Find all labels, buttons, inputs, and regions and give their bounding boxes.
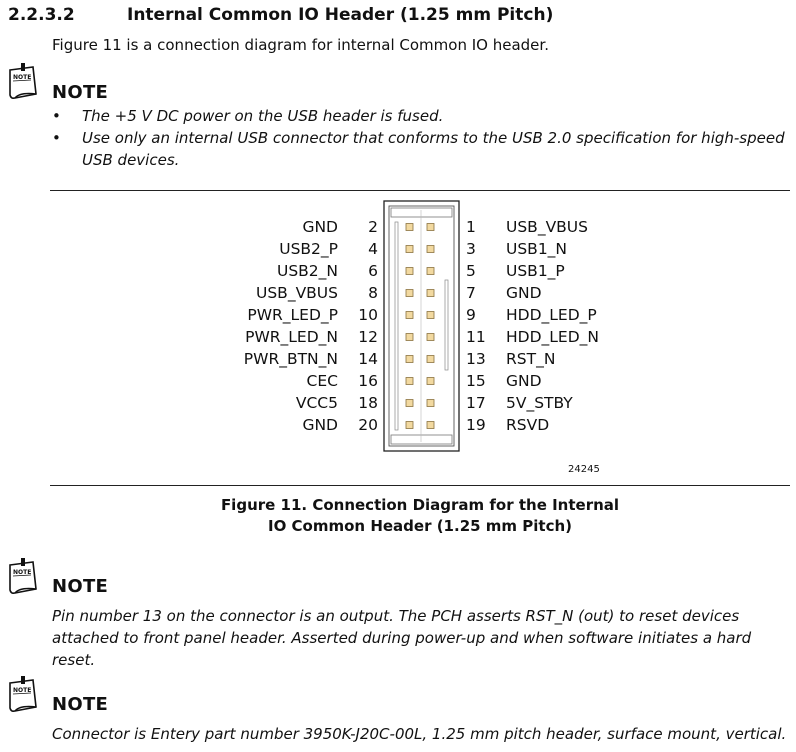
- pin-signal-label: USB_VBUS: [506, 218, 588, 236]
- pin-signal-label: GND: [302, 416, 338, 434]
- pin-number-label: 8: [368, 284, 378, 302]
- pin-signal-label: USB_VBUS: [256, 284, 338, 302]
- odd-signal-column: USB_VBUS USB1_N USB1_P GND HDD_LED_P HDD…: [506, 216, 646, 436]
- note-label: NOTE: [52, 694, 109, 715]
- pin-1: [426, 223, 435, 231]
- figure-caption-line: Figure 11. Connection Diagram for the In…: [220, 496, 620, 514]
- pin-number-label: 14: [358, 350, 378, 368]
- pin-number-label: 17: [466, 394, 486, 412]
- pin-signal-label: USB1_P: [506, 262, 565, 280]
- pin-12: [405, 333, 414, 341]
- section-intro: Figure 11 is a connection diagram for in…: [52, 36, 549, 54]
- pin-3: [426, 245, 435, 253]
- pin-number-label: 20: [358, 416, 378, 434]
- figure-caption-line: IO Common Header (1.25 mm Pitch): [267, 517, 572, 535]
- pin-2: [405, 223, 414, 231]
- pin-15: [426, 377, 435, 385]
- pin-signal-label: VCC5: [295, 394, 338, 412]
- pin-19: [426, 421, 435, 429]
- pin-number-label: 3: [466, 240, 476, 258]
- pin-number-label: 16: [358, 372, 378, 390]
- odd-number-column: 1 3 5 7 9 11 13 15 17 19: [466, 216, 496, 436]
- pin-8: [405, 289, 414, 297]
- section-title: Internal Common IO Header (1.25 mm Pitch…: [127, 5, 554, 25]
- pin-signal-label: USB1_N: [506, 240, 568, 258]
- note-text: Connector is Entery part number 3950K-J2…: [52, 725, 787, 743]
- pin-signal-label: PWR_LED_P: [247, 306, 338, 324]
- pin-7: [426, 289, 435, 297]
- pin-signal-label: GND: [302, 218, 338, 236]
- note-icon-text: NOTE: [13, 687, 31, 694]
- figure-top-rule: [50, 190, 790, 191]
- pin-signal-label: CEC: [306, 372, 338, 390]
- note-icon: NOTE: [9, 558, 37, 594]
- pin-number-label: 2: [368, 218, 378, 236]
- pin-signal-label: 5V_STBY: [506, 394, 573, 412]
- pin-10: [405, 311, 414, 319]
- pin-signal-label: PWR_BTN_N: [243, 350, 338, 368]
- note-text: Pin number 13 on the connector is an out…: [52, 607, 752, 669]
- pin-6: [405, 267, 414, 275]
- pin-number-label: 19: [466, 416, 486, 434]
- pin-number-label: 1: [466, 218, 476, 236]
- note-label: NOTE: [52, 82, 109, 103]
- pin-number-label: 7: [466, 284, 476, 302]
- note-icon-text: NOTE: [13, 74, 31, 81]
- pin-number-label: 10: [358, 306, 378, 324]
- even-number-column: 2 4 6 8 10 12 14 16 18 20: [348, 216, 378, 436]
- note-label: NOTE: [52, 576, 109, 597]
- note-icon-text: NOTE: [13, 569, 31, 576]
- pin-signal-label: USB2_N: [276, 262, 338, 280]
- pin-signal-label: RST_N: [506, 350, 556, 368]
- pin-11: [426, 333, 435, 341]
- pin-number-label: 11: [466, 328, 486, 346]
- header-connector-diagram: [383, 200, 460, 452]
- pin-signal-label: GND: [506, 372, 542, 390]
- note-icon: NOTE: [9, 676, 37, 712]
- pin-20: [405, 421, 414, 429]
- note-bullet-list: The +5 V DC power on the USB header is f…: [52, 105, 787, 171]
- pin-signal-label: GND: [506, 284, 542, 302]
- pin-signal-label: PWR_LED_N: [245, 328, 338, 346]
- note-bullet-item: The +5 V DC power on the USB header is f…: [52, 105, 787, 127]
- pin-17: [426, 399, 435, 407]
- pin-signal-label: RSVD: [506, 416, 550, 434]
- pin-number-label: 13: [466, 350, 486, 368]
- figure-id-label: 24245: [568, 464, 600, 475]
- pin-4: [405, 245, 414, 253]
- pin-number-label: 6: [368, 262, 378, 280]
- pin-9: [426, 311, 435, 319]
- pin-signal-label: HDD_LED_N: [506, 328, 599, 346]
- section-number: 2.2.3.2: [8, 5, 75, 25]
- figure-caption: Figure 11. Connection Diagram for the In…: [50, 495, 790, 537]
- pin-number-label: 9: [466, 306, 476, 324]
- even-signal-column: GND USB2_P USB2_N USB_VBUS PWR_LED_P PWR…: [190, 216, 338, 436]
- pin-signal-label: USB2_P: [279, 240, 338, 258]
- pin-number-label: 15: [466, 372, 486, 390]
- figure-bottom-rule: [50, 485, 790, 486]
- pin-number-label: 18: [358, 394, 378, 412]
- note-icon: NOTE: [9, 63, 37, 99]
- pin-14: [405, 355, 414, 363]
- note-bullet-item: Use only an internal USB connector that …: [52, 127, 787, 171]
- pin-number-label: 12: [358, 328, 378, 346]
- pin-16: [405, 377, 414, 385]
- pin-5: [426, 267, 435, 275]
- pin-signal-label: HDD_LED_P: [506, 306, 597, 324]
- pin-18: [405, 399, 414, 407]
- pin-number-label: 5: [466, 262, 476, 280]
- pin-number-label: 4: [368, 240, 378, 258]
- pin-13: [426, 355, 435, 363]
